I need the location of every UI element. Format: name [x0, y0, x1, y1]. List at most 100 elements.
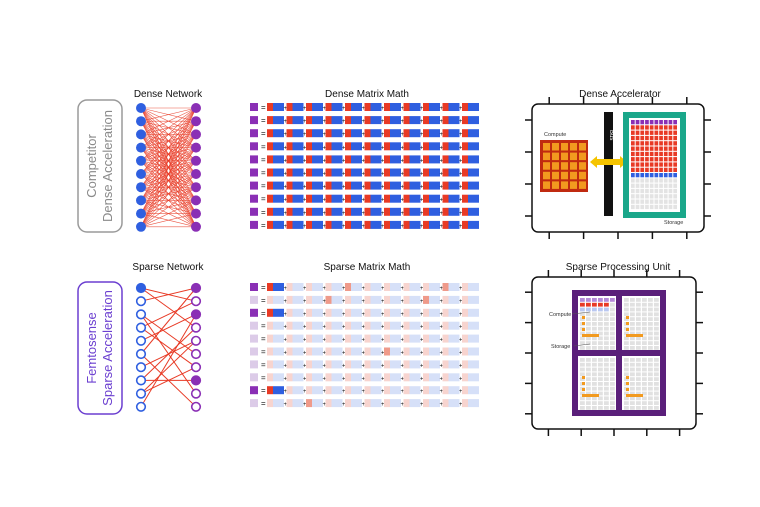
weight-cell — [306, 295, 312, 304]
core-cell — [624, 362, 629, 367]
input-node — [136, 155, 146, 166]
result-cell — [250, 142, 258, 151]
input-cell — [409, 360, 421, 369]
weight-cell — [325, 142, 332, 151]
plus-sign: + — [440, 145, 444, 151]
storage-cell — [635, 194, 640, 199]
plus-sign: + — [401, 286, 405, 292]
weight-cell — [306, 360, 312, 369]
weight-cell — [403, 308, 410, 317]
storage-cell — [659, 157, 663, 162]
plus-sign: + — [420, 158, 424, 164]
weight-cell — [384, 116, 390, 125]
core-cell — [642, 391, 647, 396]
input-cell — [331, 360, 343, 369]
core-cell — [654, 336, 659, 341]
plus-sign: + — [323, 198, 327, 204]
storage-cell — [659, 204, 663, 210]
input-cell — [370, 207, 382, 216]
input-cell — [409, 373, 421, 382]
storage-cell — [668, 135, 673, 141]
weight-cell — [442, 220, 449, 229]
input-cell — [390, 142, 401, 151]
plus-sign: + — [420, 172, 424, 178]
input-cell — [390, 155, 401, 164]
core-cell — [598, 362, 603, 367]
plus-sign: + — [381, 119, 385, 125]
input-node — [136, 142, 146, 153]
input-cell — [390, 360, 401, 369]
storage-cell — [649, 146, 654, 151]
core-cell — [648, 322, 653, 326]
storage-cell — [659, 151, 663, 157]
input-cell — [351, 399, 362, 408]
plus-sign: + — [303, 402, 307, 408]
input-cell — [409, 168, 421, 177]
core-cell — [580, 312, 585, 317]
core-cell — [598, 367, 603, 372]
core-cell — [592, 331, 597, 336]
core-cell — [586, 298, 591, 302]
input-cell — [468, 129, 479, 138]
plus-sign: + — [381, 312, 385, 318]
plus-sign: + — [303, 299, 307, 305]
weight-cell — [423, 308, 429, 317]
input-node — [135, 309, 147, 320]
input-cell — [448, 103, 460, 111]
core-cell — [586, 386, 591, 391]
network-edge — [140, 327, 197, 381]
weight-cell — [364, 386, 371, 395]
equals-sign: = — [261, 169, 266, 178]
plus-sign: + — [459, 299, 463, 305]
input-cell — [312, 386, 323, 395]
storage-cell — [663, 194, 668, 199]
input-cell — [370, 181, 382, 190]
storage-cell — [640, 194, 645, 199]
weight-cell — [306, 373, 312, 382]
plus-sign: + — [459, 389, 463, 395]
input-cell — [312, 207, 323, 216]
plus-sign: + — [284, 299, 288, 305]
input-cell — [370, 129, 382, 138]
input-cell — [370, 194, 382, 203]
core-cell — [604, 302, 609, 307]
core-cell — [636, 382, 641, 386]
core-cell — [610, 401, 615, 405]
weight-cell — [345, 347, 351, 356]
storage-cell — [640, 125, 645, 130]
compute-cell — [570, 171, 577, 180]
core-cell — [598, 377, 603, 381]
storage-cell — [631, 188, 635, 194]
input-cell — [390, 194, 401, 203]
weight-cell — [423, 194, 429, 203]
input-cell — [468, 283, 479, 291]
core-cell — [636, 322, 641, 326]
input-cell — [331, 181, 343, 190]
core-cell — [636, 298, 641, 302]
plus-sign: + — [303, 389, 307, 395]
core-cell — [610, 341, 615, 345]
plus-sign: + — [420, 376, 424, 382]
weight-cell — [325, 207, 332, 216]
core-cell — [610, 362, 615, 367]
input-cell — [312, 142, 323, 151]
weight-cell — [267, 181, 273, 190]
core-cell — [598, 382, 603, 386]
core-cell — [648, 367, 653, 372]
input-cell — [312, 308, 323, 317]
dense-network-title: Dense Network — [134, 89, 203, 100]
plus-sign: + — [420, 402, 424, 408]
storage-cell — [635, 167, 640, 172]
core-cell — [642, 346, 647, 350]
weight-cell — [384, 360, 390, 369]
plus-sign: + — [323, 132, 327, 138]
input-cell — [351, 220, 362, 229]
storage-cell — [654, 125, 659, 130]
core-cell — [636, 302, 641, 307]
input-cell — [370, 399, 382, 408]
core-cell — [598, 302, 603, 307]
input-cell — [390, 308, 401, 317]
femtosense-label-line2: Sparse Acceleration — [100, 290, 115, 406]
plus-sign: + — [440, 198, 444, 204]
plus-sign: + — [362, 338, 366, 344]
